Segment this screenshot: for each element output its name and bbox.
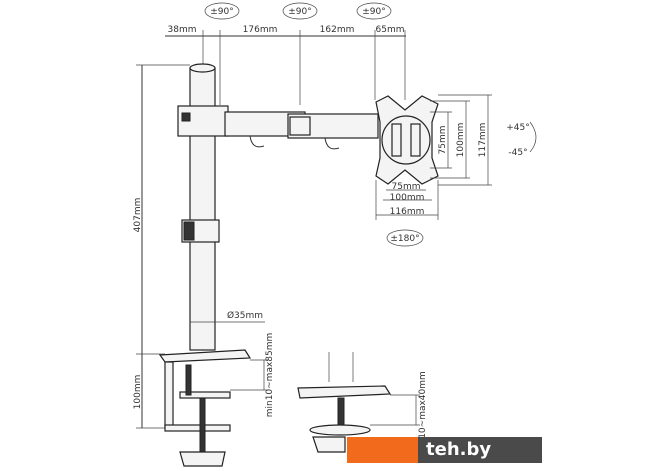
svg-text:100mm: 100mm: [390, 193, 425, 203]
svg-text:117mm: 117mm: [478, 123, 488, 158]
svg-text:10~max40mm: 10~max40mm: [418, 371, 428, 439]
svg-text:162mm: 162mm: [320, 25, 355, 35]
svg-text:±180°: ±180°: [390, 234, 419, 244]
svg-text:407mm: 407mm: [133, 198, 143, 233]
svg-text:38mm: 38mm: [168, 25, 197, 35]
vesa-plate: [375, 95, 439, 185]
top-dimension-line: 38mm 176mm 162mm 65mm: [165, 25, 406, 105]
svg-text:176mm: 176mm: [243, 25, 278, 35]
watermark-text: teh.by: [418, 437, 542, 463]
vesa-dimensions: 75mm 100mm 117mm 75mm 100mm 116mm: [375, 94, 492, 220]
svg-text:min10~max85mm: min10~max85mm: [265, 333, 275, 418]
rotation-badge-joint-3: ±90°: [356, 2, 392, 20]
desk-clamp: min10~max85mm: [158, 333, 275, 467]
watermark: teh.by: [347, 437, 542, 463]
svg-text:100mm: 100mm: [456, 123, 466, 158]
svg-text:75mm: 75mm: [438, 126, 448, 155]
svg-text:75mm: 75mm: [392, 182, 421, 192]
svg-text:116mm: 116mm: [390, 207, 425, 217]
arm: [177, 105, 379, 150]
rotation-badge-joint-1: ±90°: [204, 2, 240, 20]
svg-text:-45°: -45°: [508, 148, 527, 158]
tilt-indicator: +45° -45°: [506, 121, 537, 158]
svg-text:100mm: 100mm: [133, 375, 143, 410]
grommet-mount: 10~max40mm: [297, 352, 428, 453]
svg-text:Ø35mm: Ø35mm: [227, 310, 263, 321]
pole-diameter: Ø35mm: [190, 310, 265, 323]
svg-text:±90°: ±90°: [288, 7, 312, 17]
height-dimension: 407mm 100mm: [133, 64, 190, 429]
watermark-logo-block: [347, 437, 418, 463]
swivel-badge: ±180°: [386, 229, 424, 247]
svg-text:+45°: +45°: [506, 123, 530, 133]
svg-text:±90°: ±90°: [210, 7, 234, 17]
svg-text:65mm: 65mm: [376, 25, 405, 35]
rotation-badge-joint-2: ±90°: [282, 2, 318, 20]
svg-text:±90°: ±90°: [362, 7, 386, 17]
